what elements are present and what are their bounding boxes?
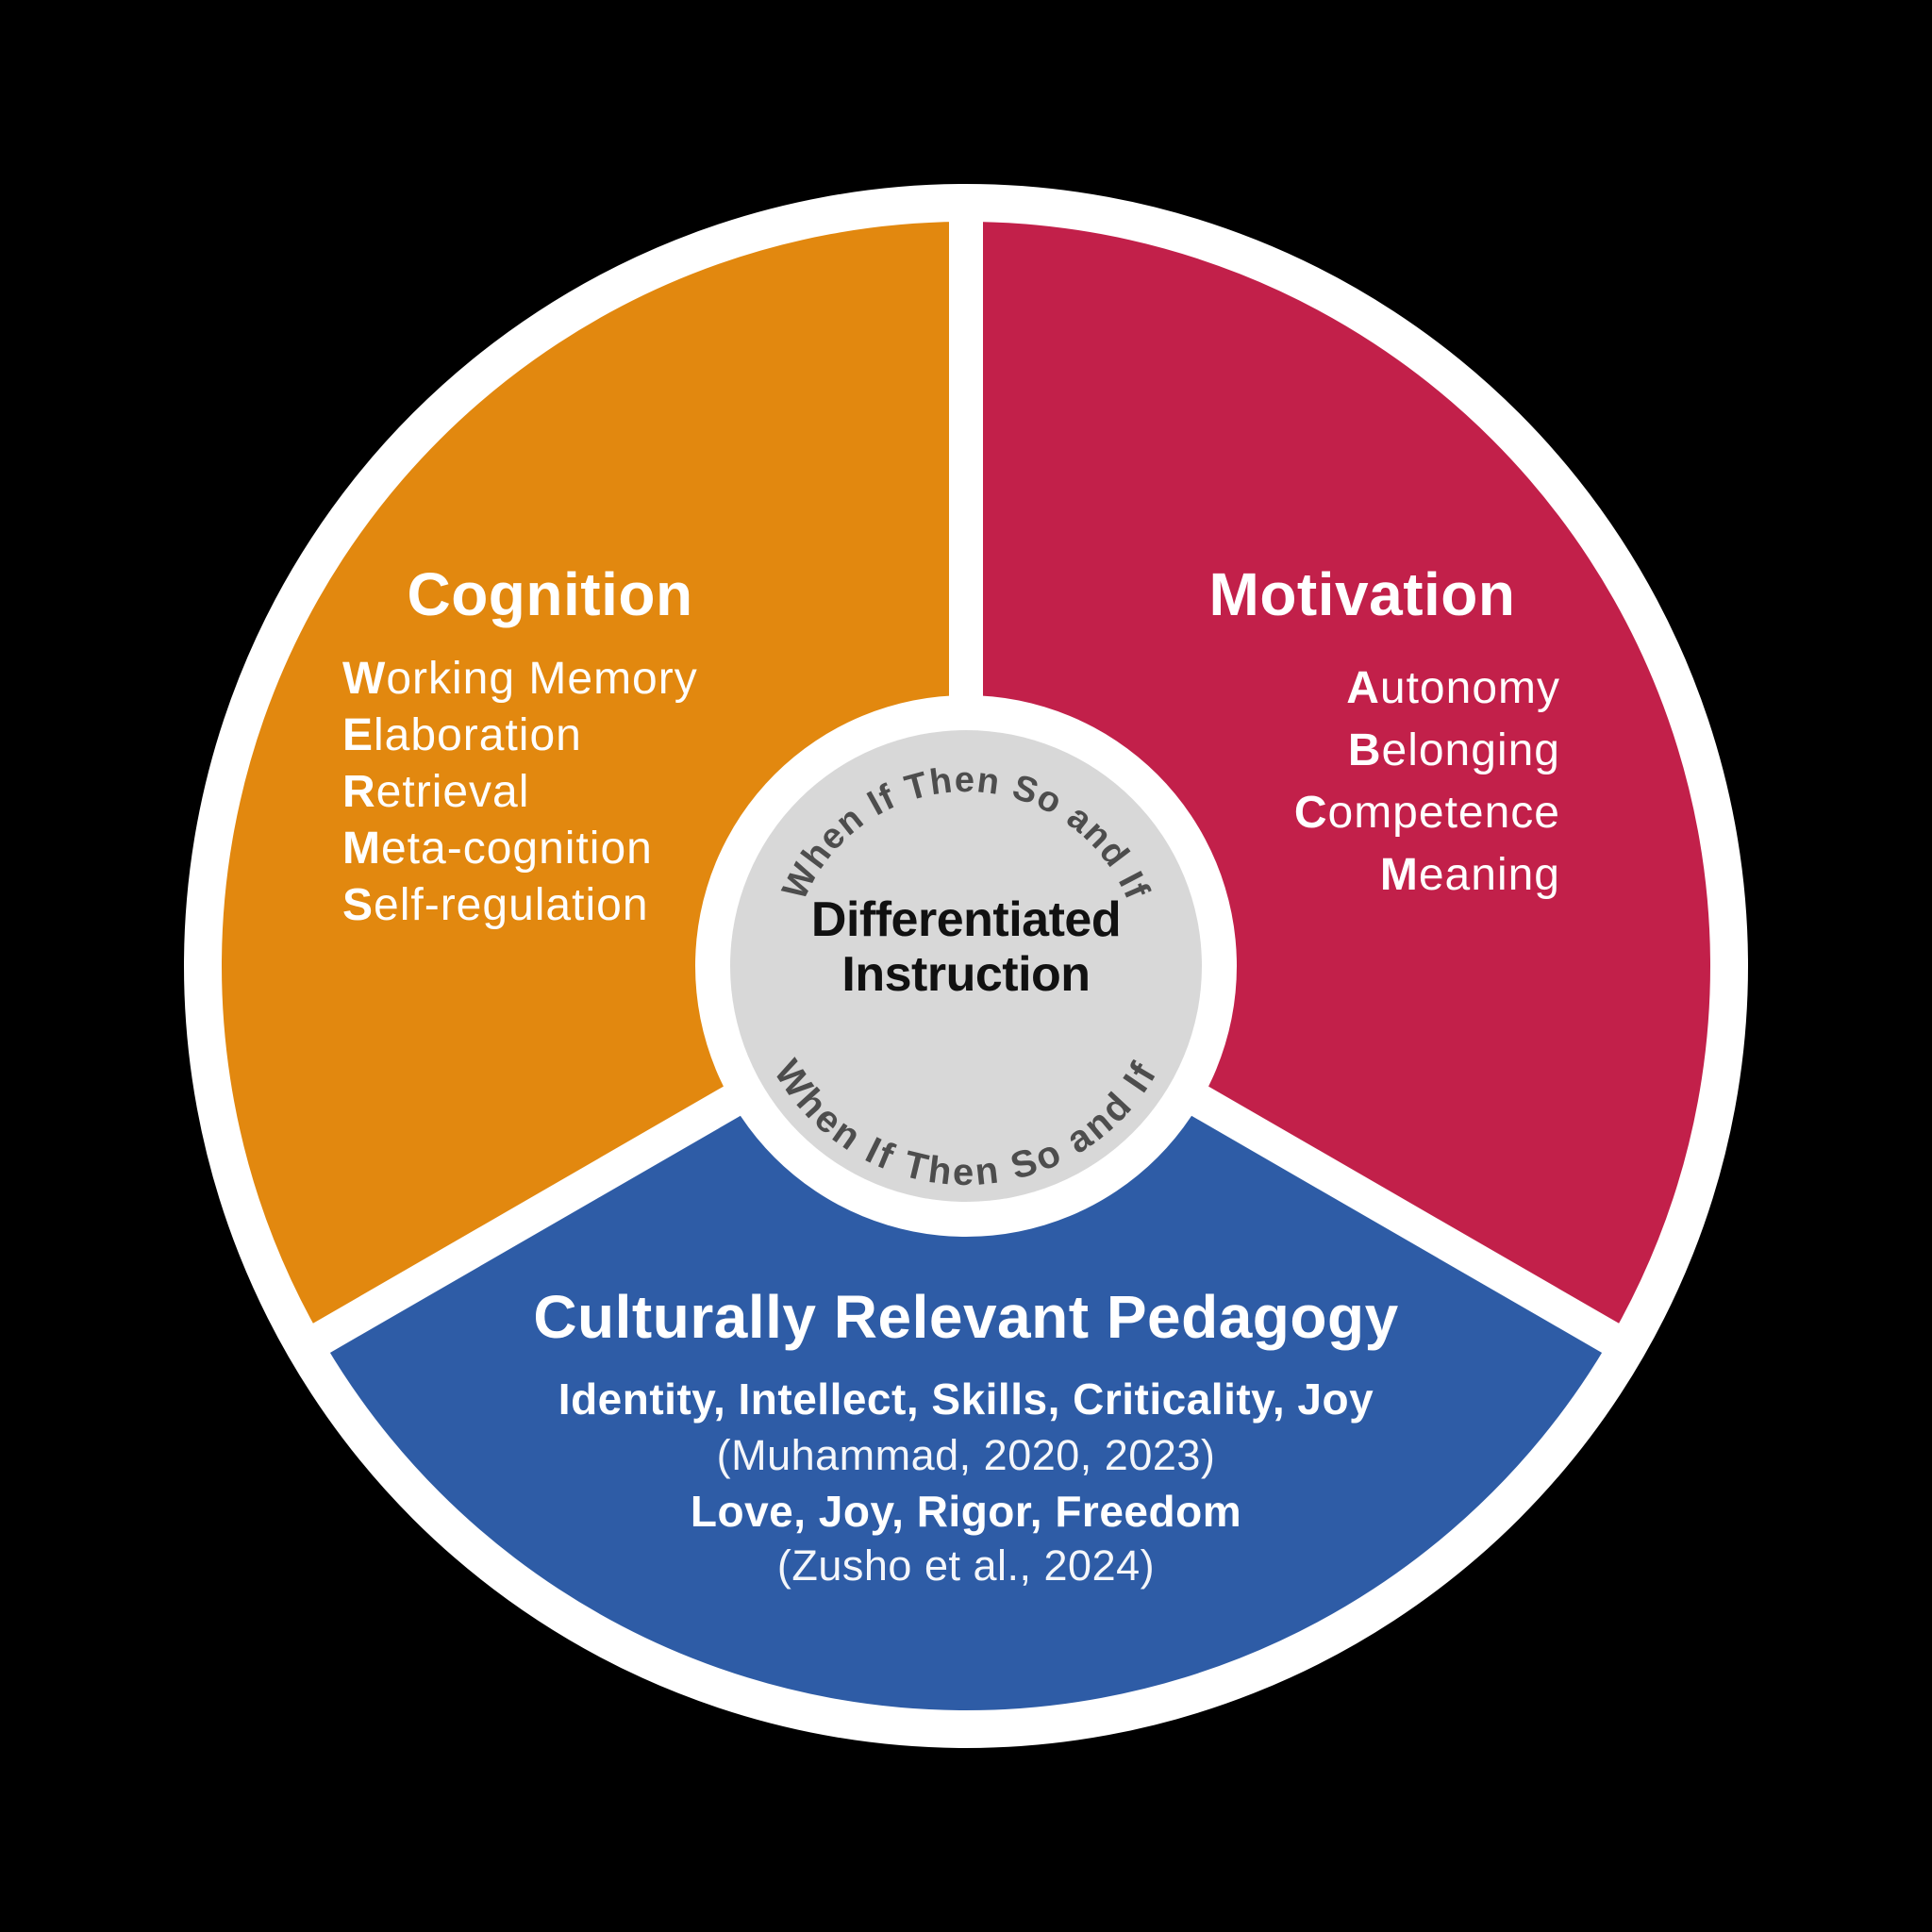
- item-initial: M: [1380, 850, 1419, 900]
- cognition-title: Cognition: [407, 560, 692, 628]
- item-rest: etrieval: [376, 767, 530, 817]
- motivation-item: Autonomy: [1346, 663, 1560, 713]
- outer-ring: [184, 184, 1748, 1748]
- cognition-item: Meta-cognition: [342, 824, 653, 874]
- item-initial: S: [342, 880, 374, 930]
- pedagogy-line-1: Identity, Intellect, Skills, Criticality…: [558, 1374, 1374, 1424]
- hub-title-line-2: Instruction: [841, 947, 1090, 1002]
- motivation-item: Competence: [1294, 788, 1560, 838]
- pedagogy-line-2: Love, Joy, Rigor, Freedom: [691, 1487, 1241, 1536]
- hub-circle: [730, 730, 1202, 1202]
- item-rest: eaning: [1419, 850, 1560, 900]
- pedagogy-citation-2: (Zusho et al., 2024): [777, 1541, 1155, 1590]
- motivation-title: Motivation: [1209, 560, 1516, 628]
- hub-title-line-1: Differentiated: [811, 892, 1121, 947]
- pedagogy-citation-1: (Muhammad, 2020, 2023): [717, 1431, 1216, 1479]
- motivation-item: Meaning: [1380, 850, 1560, 900]
- item-rest: orking Memory: [386, 654, 697, 704]
- pedagogy-title: Culturally Relevant Pedagogy: [533, 1283, 1398, 1351]
- item-rest: elonging: [1382, 725, 1561, 775]
- item-rest: laboration: [374, 710, 582, 760]
- item-initial: R: [342, 767, 376, 817]
- cognition-item: Elaboration: [342, 710, 582, 760]
- item-initial: E: [342, 710, 374, 760]
- item-rest: ompetence: [1328, 788, 1561, 838]
- item-rest: elf-regulation: [374, 880, 649, 930]
- item-initial: M: [342, 824, 381, 874]
- cognition-item: Self-regulation: [342, 880, 649, 930]
- item-initial: A: [1346, 663, 1380, 713]
- item-initial: W: [342, 654, 386, 704]
- cognition-item: Working Memory: [342, 654, 698, 704]
- item-initial: C: [1294, 788, 1328, 838]
- item-rest: eta-cognition: [381, 824, 653, 874]
- cognition-item: Retrieval: [342, 767, 529, 817]
- item-rest: utonomy: [1380, 663, 1560, 713]
- motivation-item: Belonging: [1348, 725, 1560, 775]
- item-initial: B: [1348, 725, 1382, 775]
